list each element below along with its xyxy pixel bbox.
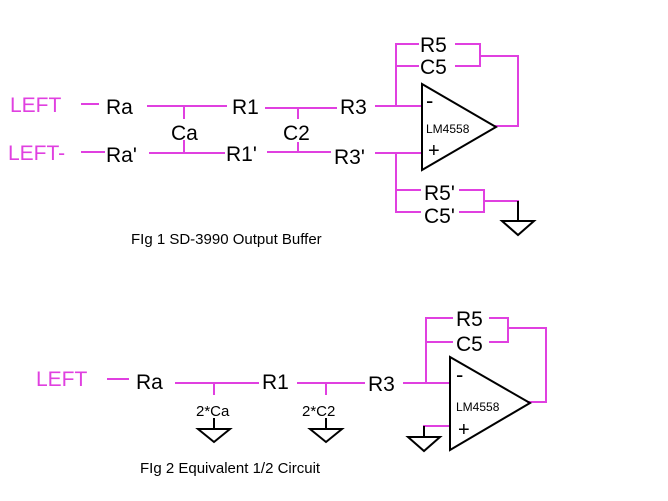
figure-1: LEFT LEFT- Ra Ra' Ca R1 R1' C2 R3 R3'	[8, 34, 537, 248]
fig2-opamp-triangle	[449, 355, 532, 452]
fig1-c5-label: C5	[420, 56, 447, 79]
fig2-r3-label: R3	[368, 373, 395, 396]
fig1-ra-label: Ra	[106, 96, 133, 119]
fig1-opamp-minus-sign: -	[426, 88, 433, 113]
fig1-r1-label: R1	[232, 96, 259, 119]
fig1-c2-label: C2	[283, 122, 310, 145]
figure-2: LEFT Ra 2*Ca R1 2*C2 R3 R5 C5	[36, 308, 547, 477]
fig2-ca-ground-icon	[195, 428, 233, 444]
fig1-r5-label: R5	[420, 34, 447, 57]
fig1-ra-prime-label: Ra'	[106, 144, 137, 167]
fig2-c2-label: 2*C2	[302, 403, 335, 420]
fig2-c5-label: C5	[456, 333, 483, 356]
fig2-opamp-label: LM4558	[456, 400, 500, 414]
fig1-r1-prime-label: R1'	[226, 143, 257, 166]
fig2-opamp-plus-sign: +	[458, 419, 470, 441]
fig1-ground-icon	[499, 220, 537, 237]
fig1-r5-prime-label: R5'	[424, 182, 455, 205]
fig2-input-left-label: LEFT	[36, 368, 88, 391]
fig2-ca-label: 2*Ca	[196, 403, 230, 420]
fig1-opamp-label: LM4558	[426, 122, 470, 136]
fig1-opamp-triangle	[421, 82, 498, 172]
fig1-caption: FIg 1 SD-3990 Output Buffer	[131, 231, 322, 248]
fig2-r1-label: R1	[262, 371, 289, 394]
fig2-opamp-minus-sign: -	[456, 362, 463, 387]
fig2-ra-label: Ra	[136, 371, 163, 394]
fig1-input-left-label: LEFT	[10, 94, 62, 117]
fig1-opamp-plus-sign: +	[428, 140, 440, 162]
fig2-caption: FIg 2 Equivalent 1/2 Circuit	[140, 460, 321, 477]
fig1-r3-label: R3	[340, 96, 367, 119]
fig2-r5-label: R5	[456, 308, 483, 331]
fig2-plus-ground-icon	[405, 436, 443, 453]
fig1-c5-prime-label: C5'	[424, 205, 455, 228]
fig1-r3-prime-label: R3'	[334, 146, 365, 169]
fig2-c2-ground-icon	[307, 428, 345, 444]
fig1-ca-label: Ca	[171, 122, 198, 145]
fig1-input-left-minus-label: LEFT-	[8, 142, 65, 165]
